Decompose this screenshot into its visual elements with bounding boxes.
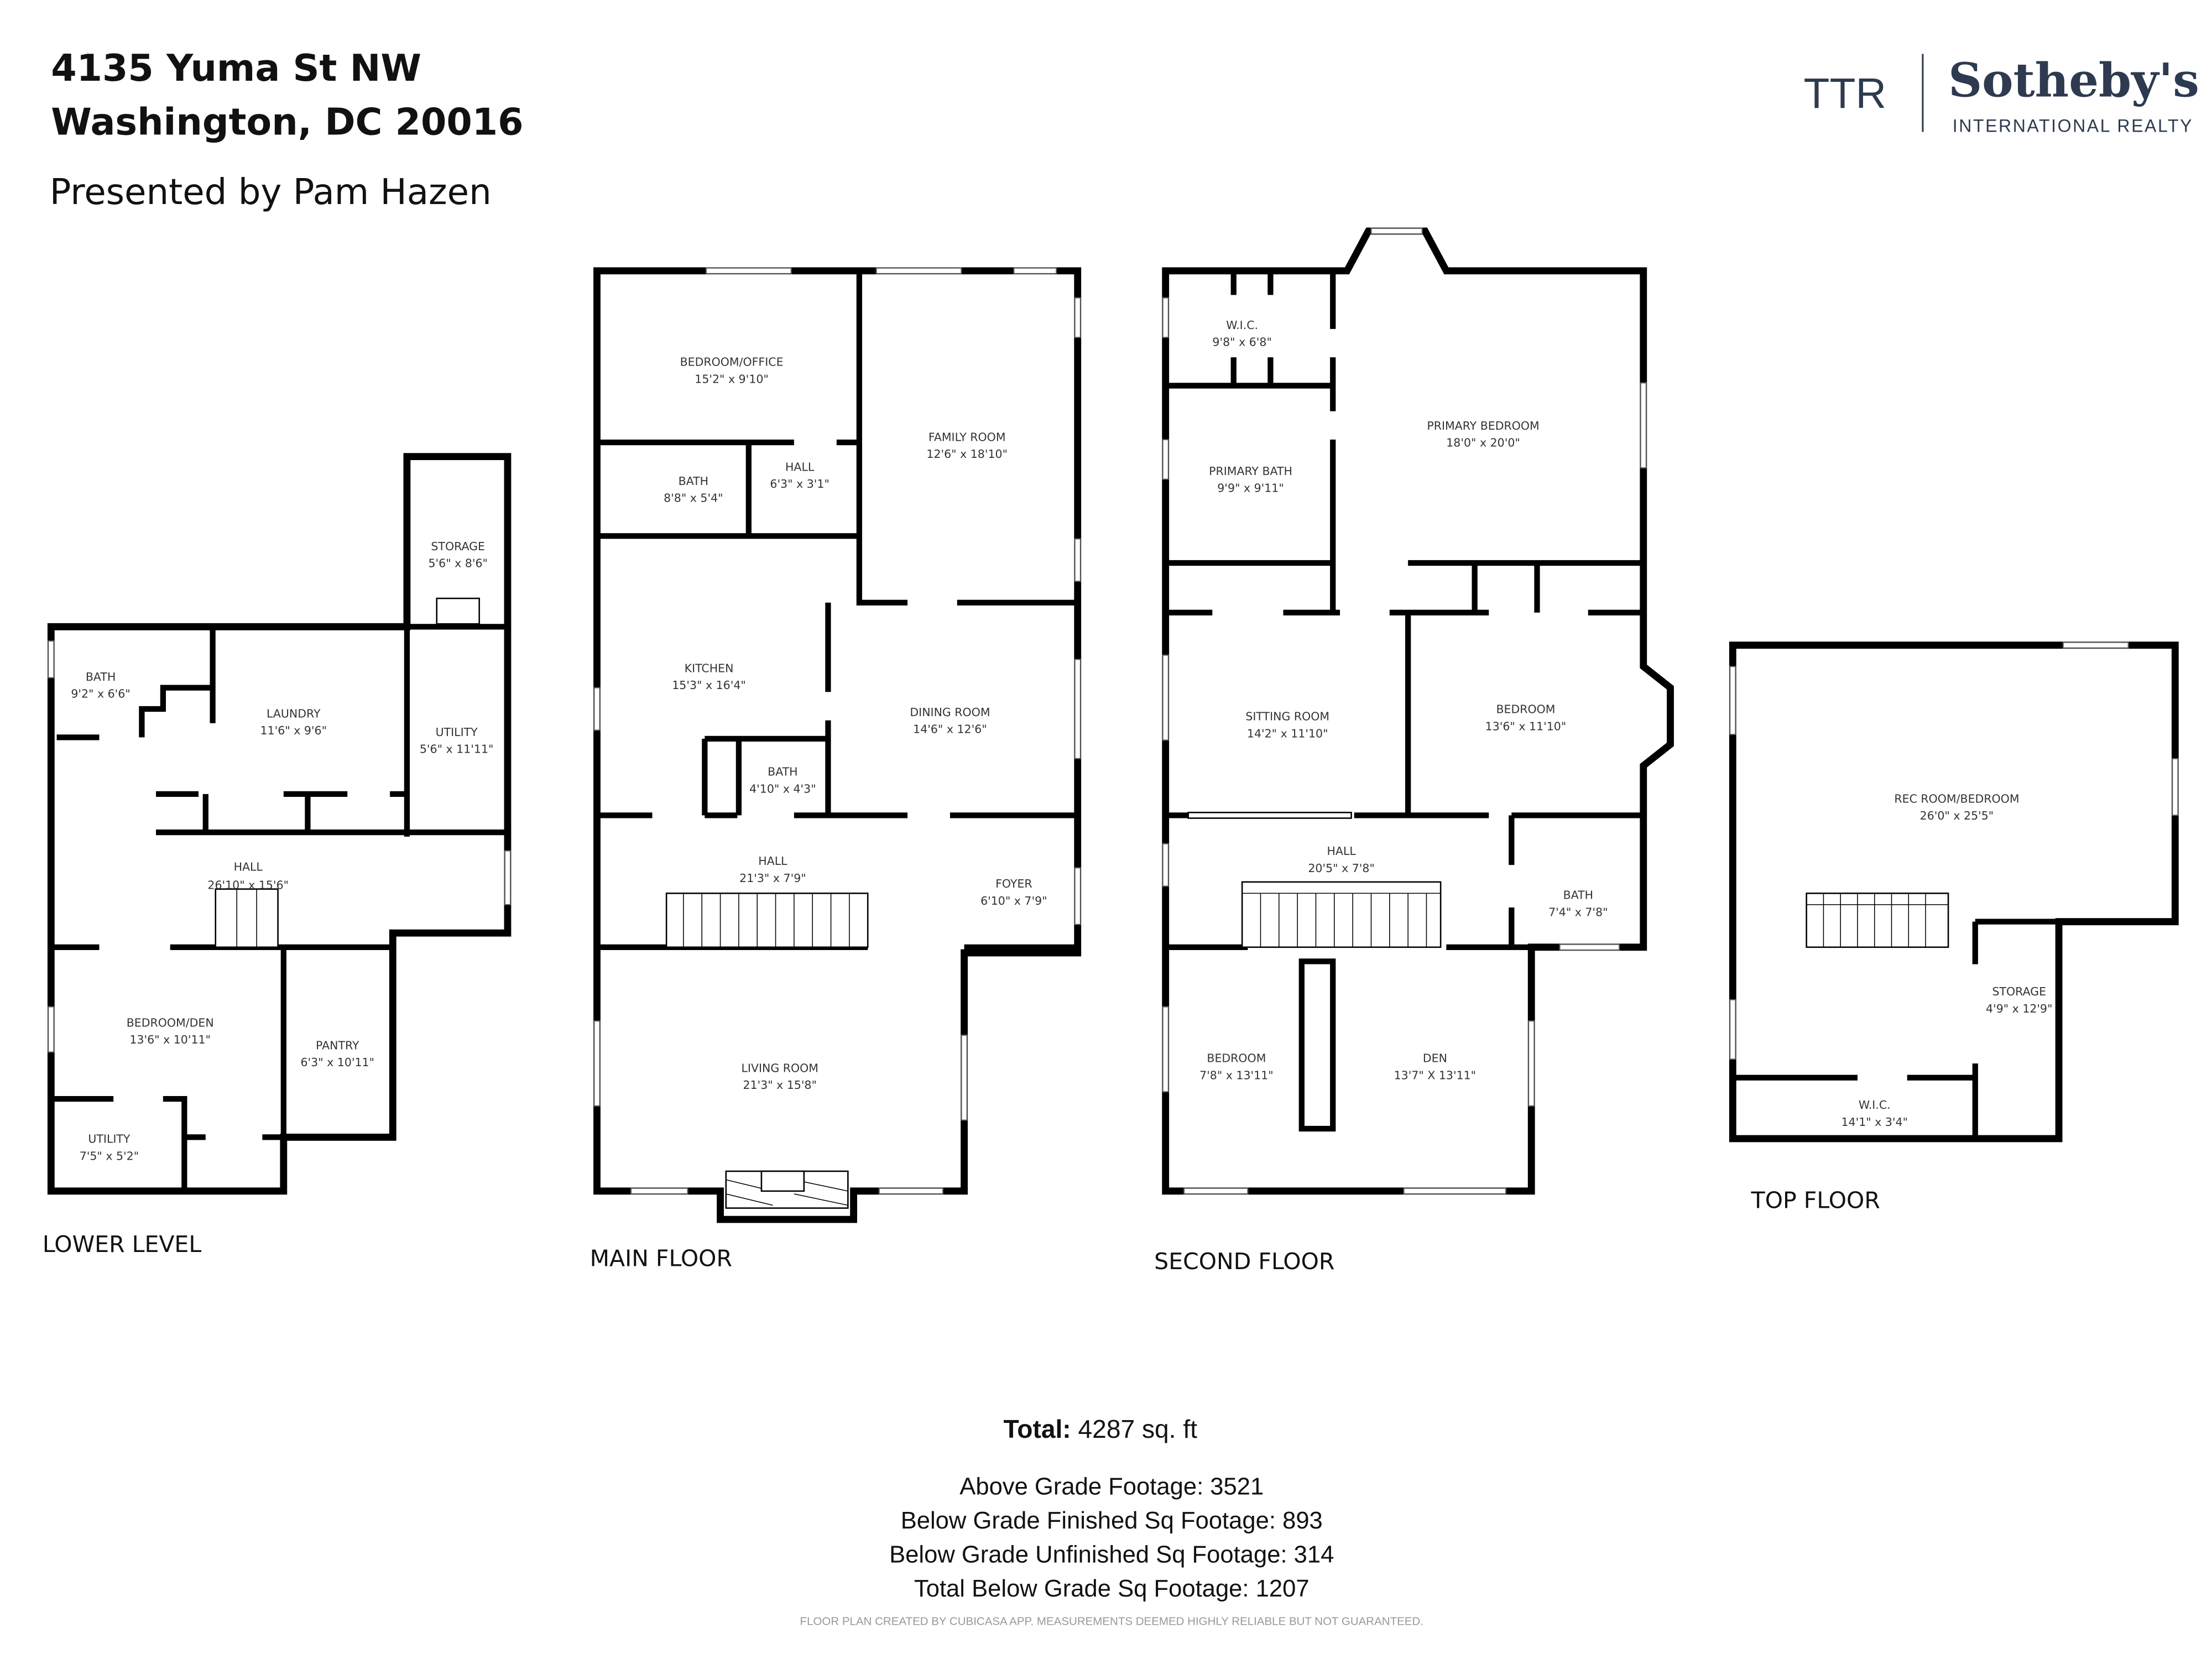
room-name: W.I.C. <box>1226 319 1258 332</box>
room-name: BATH <box>86 670 116 684</box>
logo-brand: Sotheby's <box>1948 53 2199 107</box>
stairs-icon <box>1241 881 1442 948</box>
room-name: HALL <box>1327 844 1357 858</box>
room-dims: 14'2" x 11'10" <box>1247 727 1328 740</box>
room-dims: 6'10" x 7'9" <box>980 894 1047 907</box>
room-dims: 18'0" x 20'0" <box>1446 436 1520 450</box>
room-name: W.I.C. <box>1859 1098 1891 1112</box>
top-floor-plan: REC ROOM/BEDROOM 26'0" x 25'5" STORAGE 4… <box>1729 641 2179 1142</box>
room-name: STORAGE <box>1992 985 2046 998</box>
room-name: HALL <box>234 860 263 873</box>
stairs-icon <box>215 888 279 948</box>
room-dims: 4'10" x 4'3" <box>749 782 816 795</box>
address-line-2: Washington, DC 20016 <box>51 101 523 144</box>
below-grade-unfinished: Below Grade Unfinished Sq Footage: 314 <box>889 1542 1334 1568</box>
room-name: HALL <box>785 460 815 473</box>
room-dims: 5'6" x 11'11" <box>420 743 494 756</box>
room-dims: 14'1" x 3'4" <box>1841 1115 1908 1129</box>
room-name: PRIMARY BEDROOM <box>1427 419 1539 432</box>
floor-label-second-floor: SECOND FLOOR <box>1154 1248 1334 1275</box>
room-name: FAMILY ROOM <box>928 430 1006 444</box>
room-name: STORAGE <box>431 540 485 553</box>
total-label: Total: <box>1004 1415 1071 1443</box>
room-dims: 7'4" x 7'8" <box>1548 905 1608 919</box>
room-dims: 13'6" x 11'10" <box>1485 720 1567 733</box>
room-dims: 9'2" x 6'6" <box>71 687 130 701</box>
floor-label-top-floor: TOP FLOOR <box>1751 1187 1880 1214</box>
room-name: UTILITY <box>436 726 478 739</box>
sothebys-logo: TTR Sotheby's INTERNATIONAL REALTY <box>1804 53 2199 135</box>
room-name: UTILITY <box>88 1133 131 1146</box>
address-line-1: 4135 Yuma St NW <box>51 46 421 90</box>
room-name: HALL <box>758 854 787 868</box>
lower-level-plan: STORAGE 5'6" x 8'6" BATH 9'2" x 6'6" LAU… <box>47 453 512 1195</box>
below-grade-finished: Below Grade Finished Sq Footage: 893 <box>901 1507 1323 1534</box>
room-name: PRIMARY BATH <box>1209 465 1292 478</box>
room-dims: 4'9" x 12'9" <box>1986 1002 2053 1015</box>
stairs-icon <box>665 893 869 948</box>
room-name: FOYER <box>995 877 1032 890</box>
total-below-grade: Total Below Grade Sq Footage: 1207 <box>914 1575 1310 1602</box>
room-dims: 11'6" x 9'6" <box>260 724 327 737</box>
room-name: BATH <box>1563 889 1593 902</box>
room-dims: 6'3" x 3'1" <box>770 477 829 491</box>
logo-tagline: INTERNATIONAL REALTY <box>1953 116 2193 135</box>
room-name: BEDROOM <box>1496 703 1555 716</box>
room-name: BATH <box>768 765 797 779</box>
room-name: BEDROOM/OFFICE <box>680 356 784 369</box>
stairs-icon <box>1806 893 1949 948</box>
room-dims: 12'6" x 18'10" <box>926 447 1008 461</box>
above-grade-footage: Above Grade Footage: 3521 <box>959 1474 1264 1500</box>
room-dims: 21'3" x 7'9" <box>739 872 806 885</box>
room-name: BEDROOM <box>1207 1052 1266 1065</box>
room-dims: 26'0" x 25'5" <box>1920 809 1994 822</box>
room-dims: 7'8" x 13'11" <box>1199 1068 1274 1082</box>
room-name: LIVING ROOM <box>742 1061 818 1074</box>
room-name: PANTRY <box>316 1039 359 1052</box>
room-dims: 20'5" x 7'8" <box>1308 862 1375 875</box>
room-name: REC ROOM/BEDROOM <box>1894 792 2019 805</box>
room-dims: 9'9" x 9'11" <box>1217 482 1284 495</box>
total-value: 4287 sq. ft <box>1071 1415 1197 1443</box>
room-dims: 13'6" x 10'11" <box>129 1033 211 1046</box>
room-dims: 14'6" x 12'6" <box>913 723 987 736</box>
room-dims: 15'3" x 16'4" <box>672 679 746 692</box>
second-floor-plan: W.I.C. 9'8" x 6'8" PRIMARY BEDROOM 18'0"… <box>1162 227 1674 1195</box>
fireplace-icon <box>725 1170 849 1209</box>
floor-label-lower-level: LOWER LEVEL <box>43 1231 201 1258</box>
room-dims: 13'7" X 13'11" <box>1394 1068 1477 1082</box>
room-dims: 26'10" x 15'6" <box>207 879 289 892</box>
room-name: BATH <box>679 474 708 488</box>
room-dims: 7'5" x 5'2" <box>80 1149 139 1162</box>
room-name: DINING ROOM <box>910 706 990 719</box>
room-dims: 5'6" x 8'6" <box>428 557 487 570</box>
room-dims: 21'3" x 15'8" <box>743 1078 817 1092</box>
disclaimer: FLOOR PLAN CREATED BY CUBICASA APP. MEAS… <box>800 1615 1423 1627</box>
room-name: DEN <box>1423 1052 1447 1065</box>
room-dims: 15'2" x 9'10" <box>695 372 769 385</box>
total-area: Total: 4287 sq. ft <box>1004 1415 1198 1443</box>
room-name: BEDROOM/DEN <box>127 1016 214 1029</box>
room-name: LAUNDRY <box>267 707 321 720</box>
room-name: SITTING ROOM <box>1245 710 1329 723</box>
presenter: Presented by Pam Hazen <box>50 172 492 213</box>
main-floor-plan: BEDROOM/OFFICE 15'2" x 9'10" FAMILY ROOM… <box>593 267 1082 1223</box>
room-dims: 9'8" x 6'8" <box>1212 336 1271 349</box>
room-dims: 6'3" x 10'11" <box>300 1056 374 1069</box>
floor-label-main-floor: MAIN FLOOR <box>590 1245 732 1272</box>
room-name: KITCHEN <box>685 661 734 675</box>
logo-ttr: TTR <box>1804 70 1887 117</box>
room-dims: 8'8" x 5'4" <box>664 492 723 505</box>
